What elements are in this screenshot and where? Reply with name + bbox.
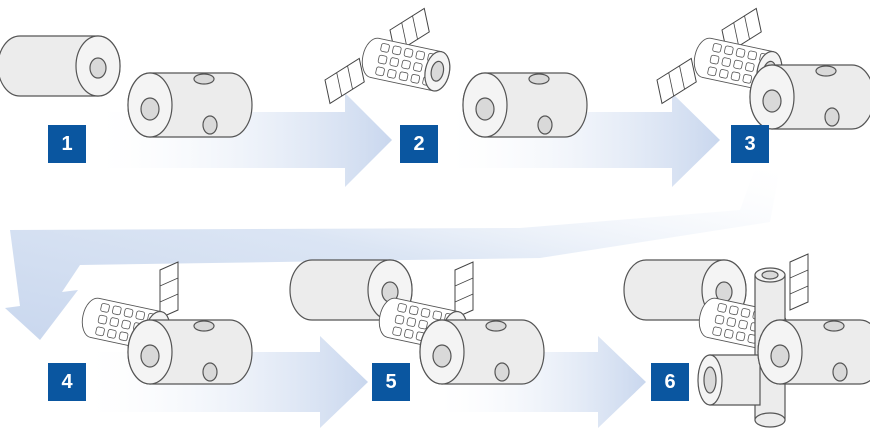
step5-solar-panel	[454, 261, 474, 319]
step2-node-module	[462, 72, 588, 138]
step1-cylinder-module	[0, 35, 121, 97]
step6-side-module-left	[697, 354, 761, 406]
step6-node-module	[757, 319, 870, 385]
step3-node-module	[749, 64, 870, 130]
arrow-step3-to-4	[5, 168, 780, 340]
step4-solar-panel	[159, 261, 179, 319]
step-badge-6: 6	[651, 363, 689, 401]
step-badge-2: 2	[400, 125, 438, 163]
step2-solar-panel-left	[321, 57, 368, 104]
step-badge-1: 1	[48, 125, 86, 163]
step1-node-module	[127, 72, 253, 138]
step2-truss-module	[358, 35, 454, 94]
step-badge-3: 3	[731, 125, 769, 163]
step3-solar-panel-left	[653, 57, 700, 104]
step5-node-module	[419, 319, 545, 385]
step6-solar-panel	[789, 253, 809, 311]
step4-node-module	[127, 319, 253, 385]
step-badge-5: 5	[372, 363, 410, 401]
step-badge-4: 4	[48, 363, 86, 401]
